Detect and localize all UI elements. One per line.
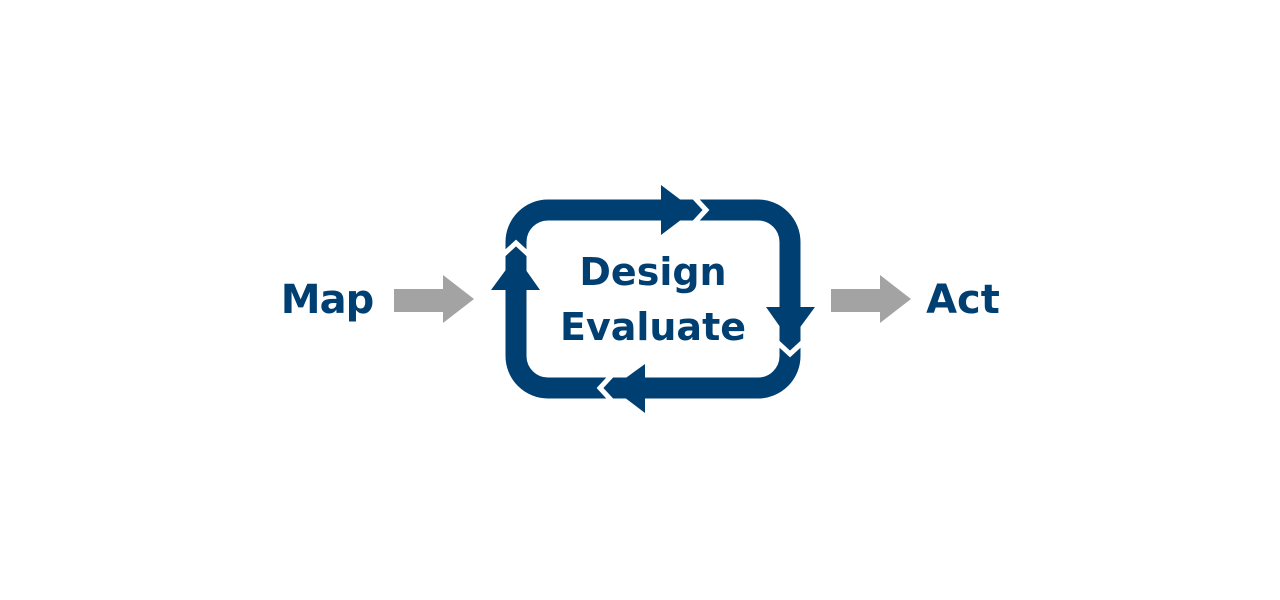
top-arrowhead bbox=[661, 185, 694, 235]
map-label: Map bbox=[281, 277, 373, 323]
output-arrow bbox=[831, 275, 911, 323]
loop-ring bbox=[505, 199, 801, 399]
evaluate-label: Evaluate bbox=[560, 305, 746, 349]
bottom-arrowhead bbox=[612, 364, 645, 413]
act-label: Act bbox=[926, 277, 1000, 323]
cycle-loop bbox=[491, 185, 815, 413]
design-label: Design bbox=[579, 250, 726, 294]
right-arrowhead bbox=[766, 307, 815, 341]
left-arrowhead bbox=[491, 256, 540, 290]
input-arrow bbox=[394, 275, 474, 323]
